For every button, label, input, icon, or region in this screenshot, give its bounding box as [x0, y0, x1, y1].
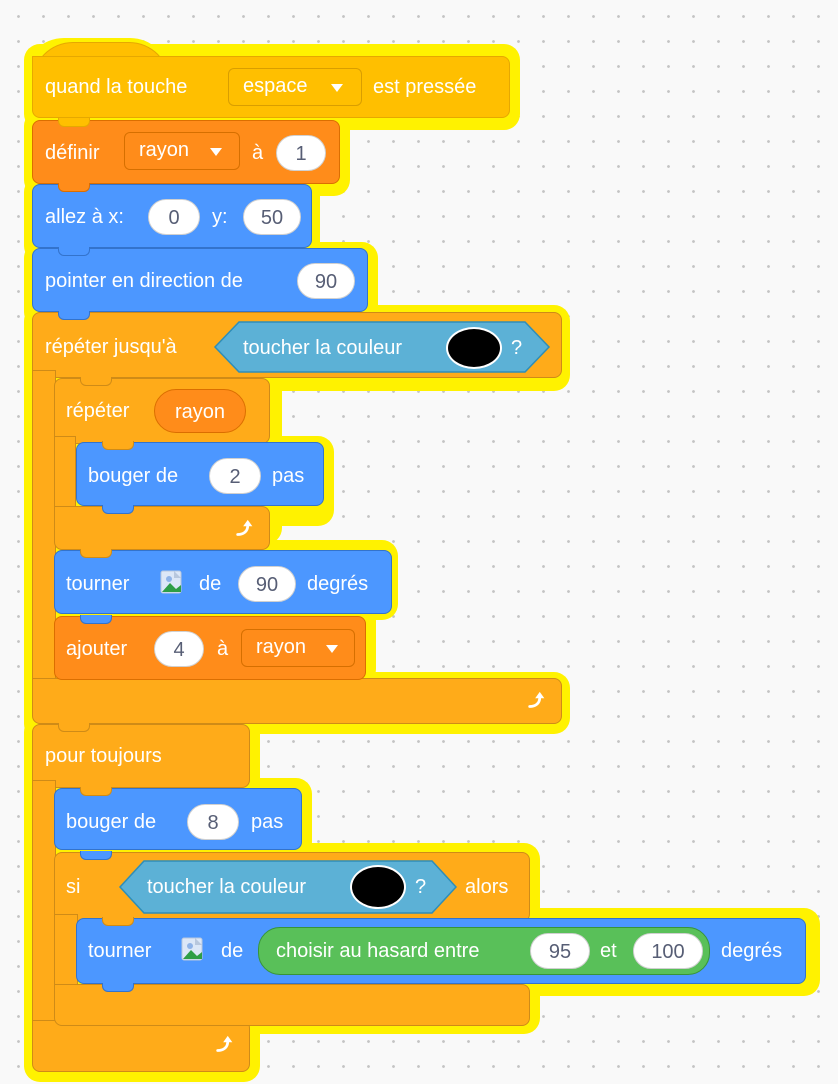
repeat-label: répéter: [66, 400, 130, 422]
change-value-input[interactable]: 4: [154, 631, 204, 667]
block-notch: [102, 917, 134, 926]
random-label: choisir au hasard entre: [276, 940, 480, 962]
degrees-input[interactable]: 90: [238, 566, 296, 602]
y-label: y:: [212, 206, 228, 228]
caret-down-icon: [326, 645, 338, 653]
if-then-label: alors: [465, 876, 509, 898]
point-label: pointer en direction de: [45, 270, 243, 292]
block-notch: [58, 118, 90, 127]
block-notch: [102, 441, 134, 450]
repeat-until-footer: [32, 678, 562, 724]
random-to-input[interactable]: 100: [633, 933, 703, 969]
set-value-input[interactable]: 1: [276, 135, 326, 171]
change-label: ajouter: [66, 638, 128, 660]
goto-label: allez à x:: [45, 206, 124, 228]
repeat-arm: [54, 436, 76, 516]
block-notch: [80, 851, 112, 860]
y-input[interactable]: 50: [243, 199, 301, 235]
loop-arrow-icon: [216, 1035, 233, 1052]
rayon-reporter[interactable]: rayon: [154, 389, 246, 433]
degrees-unit: degrés: [721, 940, 783, 962]
loop-arrow-icon: [236, 519, 253, 536]
turn-label: tourner: [88, 940, 152, 962]
turn-block[interactable]: [54, 550, 392, 614]
variable-dropdown-value: rayon: [139, 139, 190, 161]
forever-block[interactable]: [32, 724, 250, 788]
variable-dropdown[interactable]: rayon: [124, 132, 240, 170]
set-label: définir: [45, 142, 100, 164]
turn-of-label: de: [221, 940, 244, 962]
loop-arrow-icon: [528, 691, 545, 708]
move-steps-block[interactable]: [54, 788, 302, 850]
hat-label: quand la touche: [45, 76, 188, 98]
turn-of-label: de: [199, 573, 222, 595]
condition-question: ?: [511, 337, 523, 359]
caret-down-icon: [331, 84, 343, 92]
turn-image-icon: [181, 937, 203, 961]
key-dropdown[interactable]: espace: [228, 68, 362, 106]
x-input[interactable]: 0: [148, 199, 200, 235]
block-notch: [80, 615, 112, 624]
move-label: bouger de: [66, 811, 157, 833]
random-and-label: et: [600, 940, 617, 962]
turn-image-icon: [160, 570, 182, 594]
condition-label: toucher la couleur: [243, 337, 402, 359]
change-variable-value: rayon: [256, 636, 307, 658]
block-notch: [102, 505, 134, 514]
block-notch: [80, 549, 112, 558]
steps-unit: pas: [251, 811, 284, 833]
hat-label-suffix: est pressée: [373, 76, 477, 98]
repeat-until-label: répéter jusqu'à: [45, 336, 177, 358]
steps-input[interactable]: 8: [187, 804, 239, 840]
forever-label: pour toujours: [45, 745, 162, 767]
condition-label: toucher la couleur: [147, 876, 306, 898]
block-notch: [80, 377, 112, 386]
degrees-unit: degrés: [307, 573, 369, 595]
direction-input[interactable]: 90: [297, 263, 355, 299]
steps-input[interactable]: 2: [209, 458, 261, 494]
move-label: bouger de: [88, 465, 179, 487]
random-from-input[interactable]: 95: [530, 933, 590, 969]
steps-unit: pas: [272, 465, 305, 487]
if-label: si: [66, 876, 81, 898]
if-footer: [54, 984, 530, 1026]
block-notch: [58, 183, 90, 192]
turn-label: tourner: [66, 573, 130, 595]
block-notch: [102, 983, 134, 992]
key-dropdown-value: espace: [243, 75, 308, 97]
block-notch: [58, 723, 90, 732]
color-swatch[interactable]: [350, 865, 406, 909]
caret-down-icon: [210, 148, 222, 156]
move-steps-block[interactable]: [76, 442, 324, 506]
forever-footer: [32, 1020, 250, 1072]
block-notch: [58, 311, 90, 320]
color-swatch[interactable]: [446, 327, 502, 369]
block-notch: [80, 787, 112, 796]
block-notch: [58, 247, 90, 256]
repeat-footer: [54, 506, 270, 550]
condition-question: ?: [415, 876, 427, 898]
repeat-until-arm: [32, 370, 56, 690]
set-to-label: à: [252, 142, 264, 164]
forever-arm: [32, 780, 56, 1030]
when-key-pressed-block[interactable]: [32, 56, 510, 118]
change-to-label: à: [217, 638, 229, 660]
